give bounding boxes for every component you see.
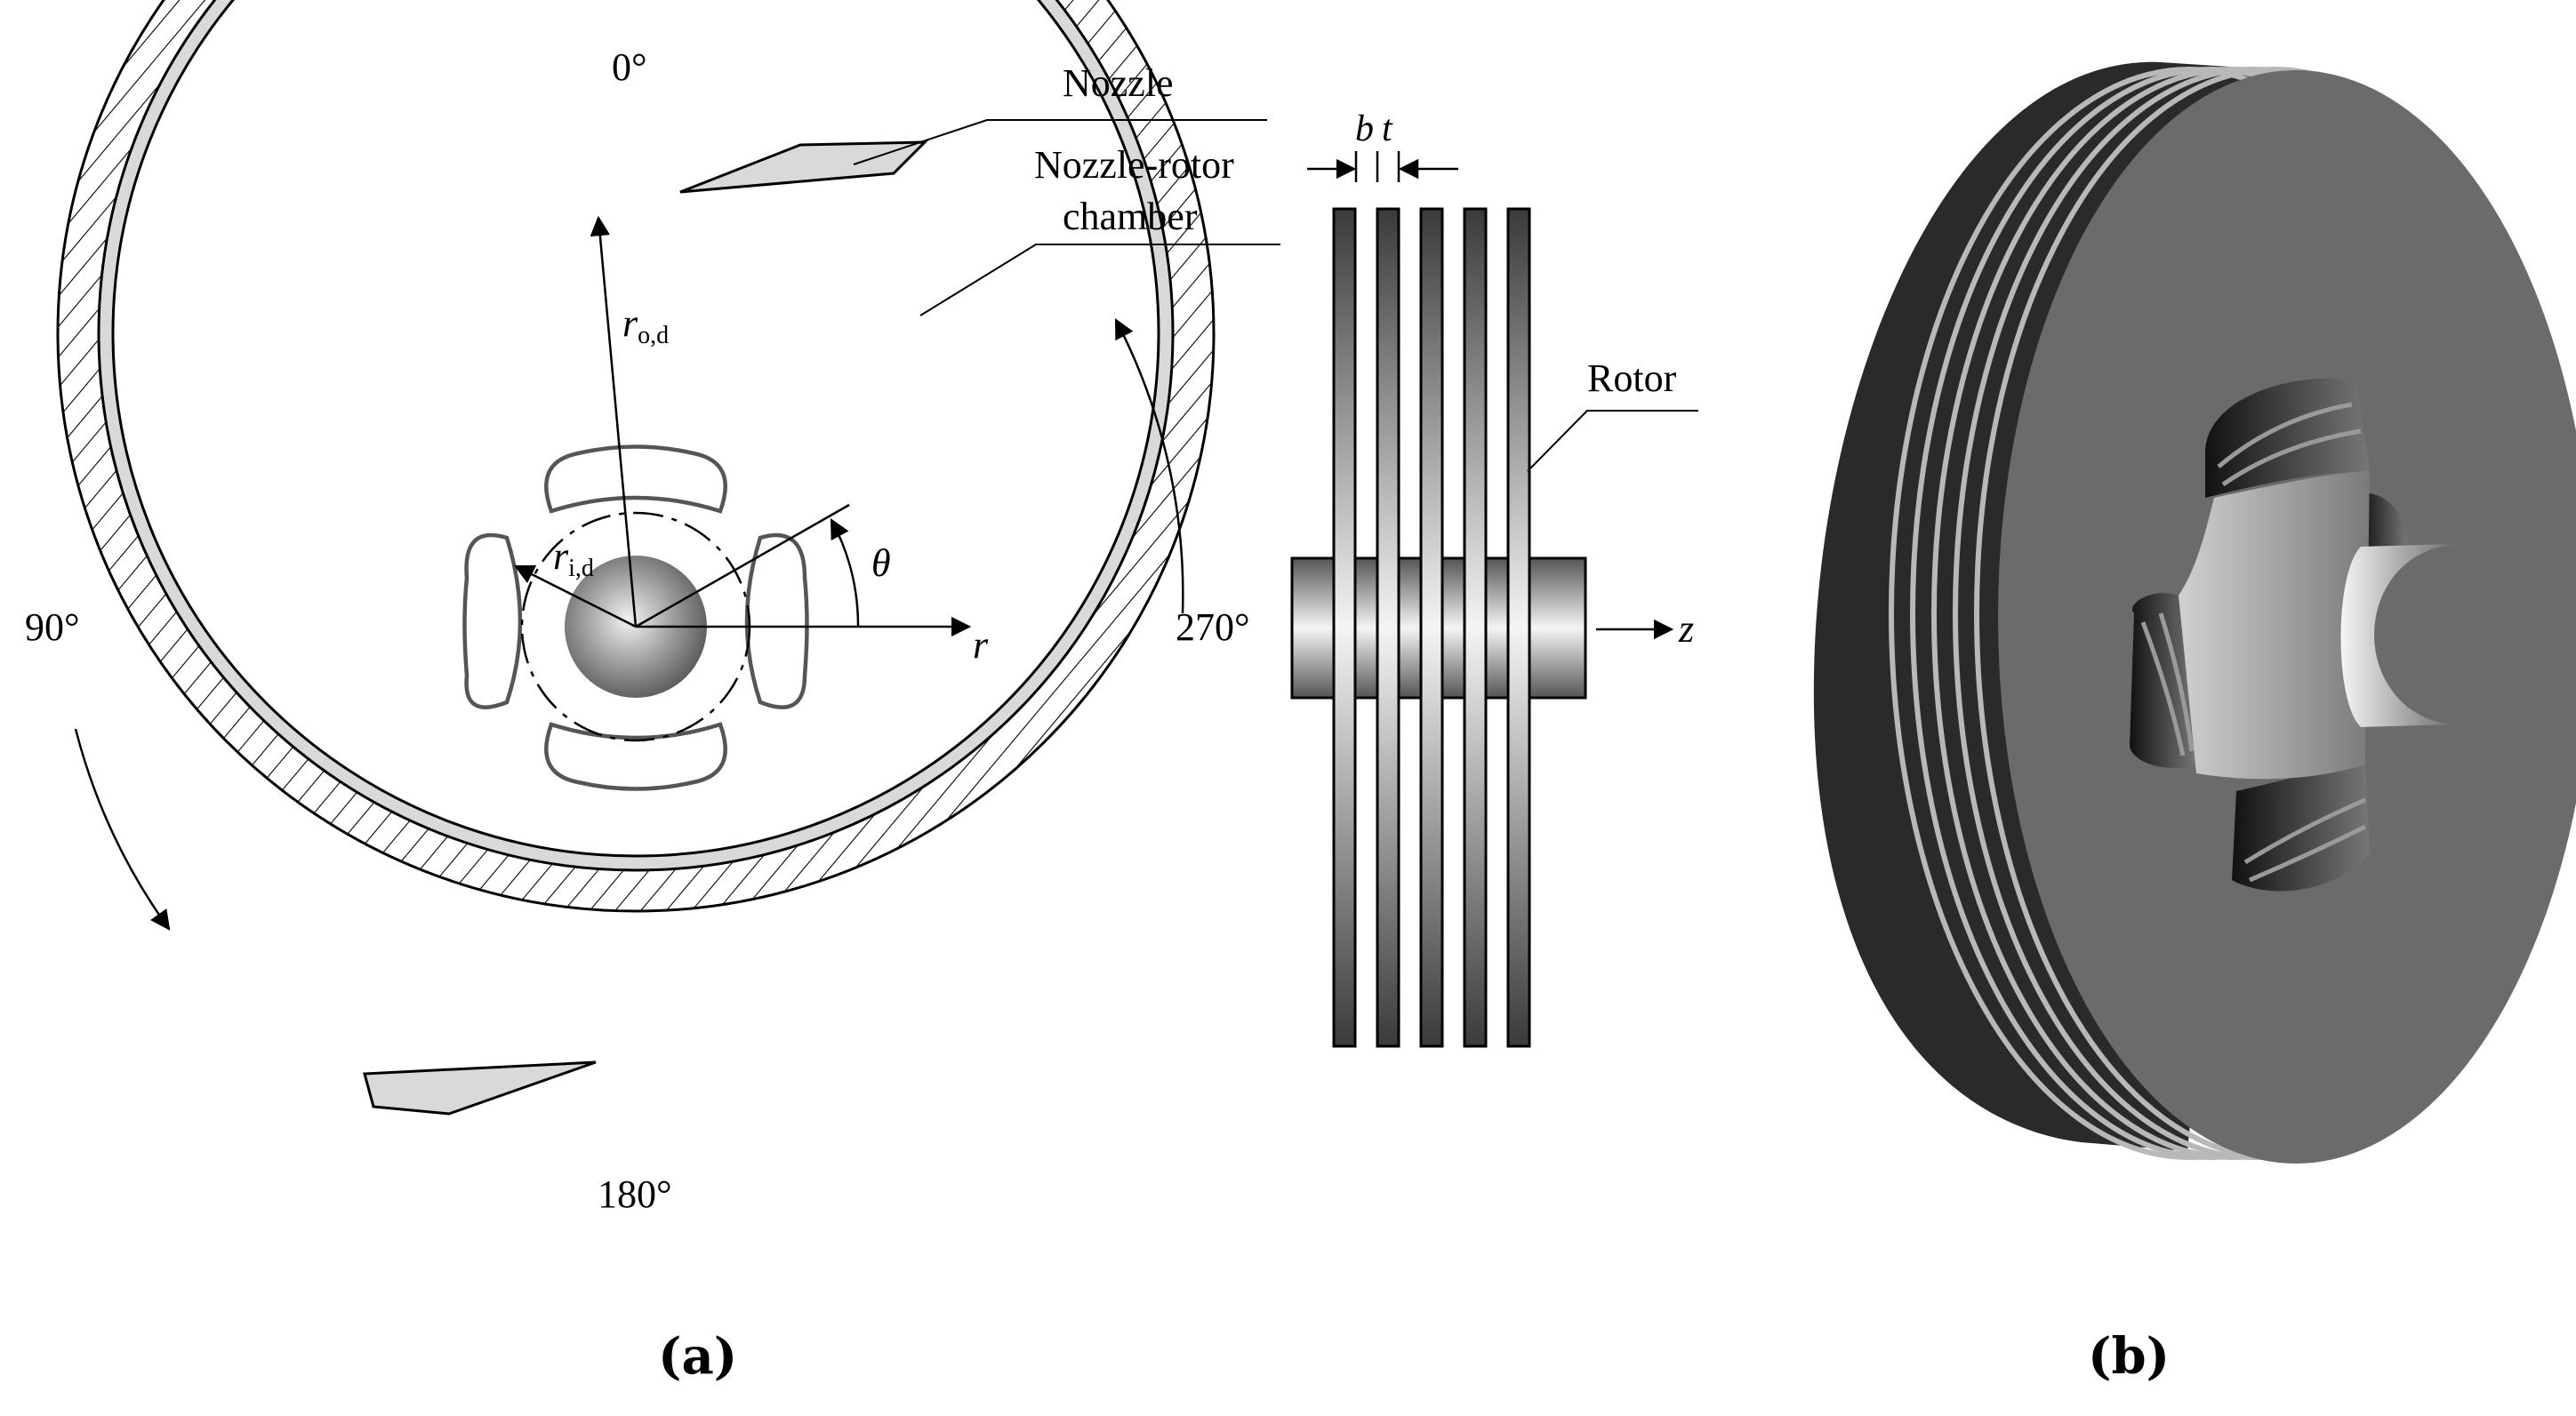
theta-reference-line (635, 503, 850, 628)
rotor-disc-5 (1506, 207, 1531, 1048)
exhaust-port-right (744, 532, 809, 709)
label-90-deg: 90° (25, 605, 80, 649)
label-rotor: Rotor (1587, 356, 1677, 400)
hole-bottom (2232, 756, 2370, 892)
exhaust-port-top (544, 444, 727, 514)
rotor-disc-2 (1376, 207, 1400, 1048)
exhaust-port-bottom (544, 722, 727, 791)
r-inner-arrow (513, 564, 637, 628)
rotation-arrow-right (1114, 318, 1184, 614)
rotor-side-view (1290, 207, 1674, 1048)
casing-inner-edge (97, 0, 1175, 872)
label-0-deg: 0° (612, 45, 647, 89)
rotor-3d-spokes (2179, 471, 2370, 780)
rotor-3d-holes (2130, 378, 2408, 892)
rotor-disc-outline (111, 0, 1160, 858)
nozzle-top (679, 140, 928, 194)
bt-dimension (1307, 151, 1458, 182)
rotor-disc-4 (1463, 207, 1488, 1048)
label-r-inner: ri,d (553, 534, 594, 582)
casing-outer-edge (56, 0, 1216, 913)
label-nozzle-rotor-2: chamber (1063, 195, 1198, 238)
rotor-disc-1 (1332, 207, 1357, 1048)
panel-label-b: (b) (2088, 1327, 2170, 1386)
rotor-disc-stack (1332, 207, 1531, 1048)
r-outer-arrow (590, 215, 638, 628)
label-r-outer: ro,d (622, 301, 669, 349)
rotation-arrow-left (74, 728, 171, 931)
nozzle-leader (853, 119, 1267, 165)
label-nozzle-rotor-1: Nozzle-rotor (1034, 143, 1234, 187)
label-180-deg: 180° (598, 1172, 672, 1216)
rotor-3d-shaft-end (2374, 546, 2534, 724)
exhaust-ports (462, 444, 809, 791)
label-z-axis: z (1678, 607, 1694, 651)
label-t: t (1382, 108, 1393, 149)
rotor-leader (1527, 410, 1698, 472)
label-b: b (1355, 108, 1374, 149)
label-r-axis: r (973, 623, 989, 667)
theta-arc-arrow (830, 518, 860, 628)
chamber-leader (919, 244, 1280, 316)
panel-label-a: (a) (658, 1327, 737, 1386)
hole-slats (2140, 402, 2367, 883)
rotor-disc-3 (1419, 207, 1444, 1048)
rotor-3d-view (1813, 61, 2576, 1164)
casing-section (56, 0, 1216, 1116)
label-theta: θ (871, 541, 891, 585)
exhaust-port-left (462, 532, 523, 709)
nozzle-bottom (363, 1060, 597, 1116)
label-nozzle: Nozzle (1063, 61, 1174, 105)
label-270-deg: 270° (1176, 605, 1250, 649)
